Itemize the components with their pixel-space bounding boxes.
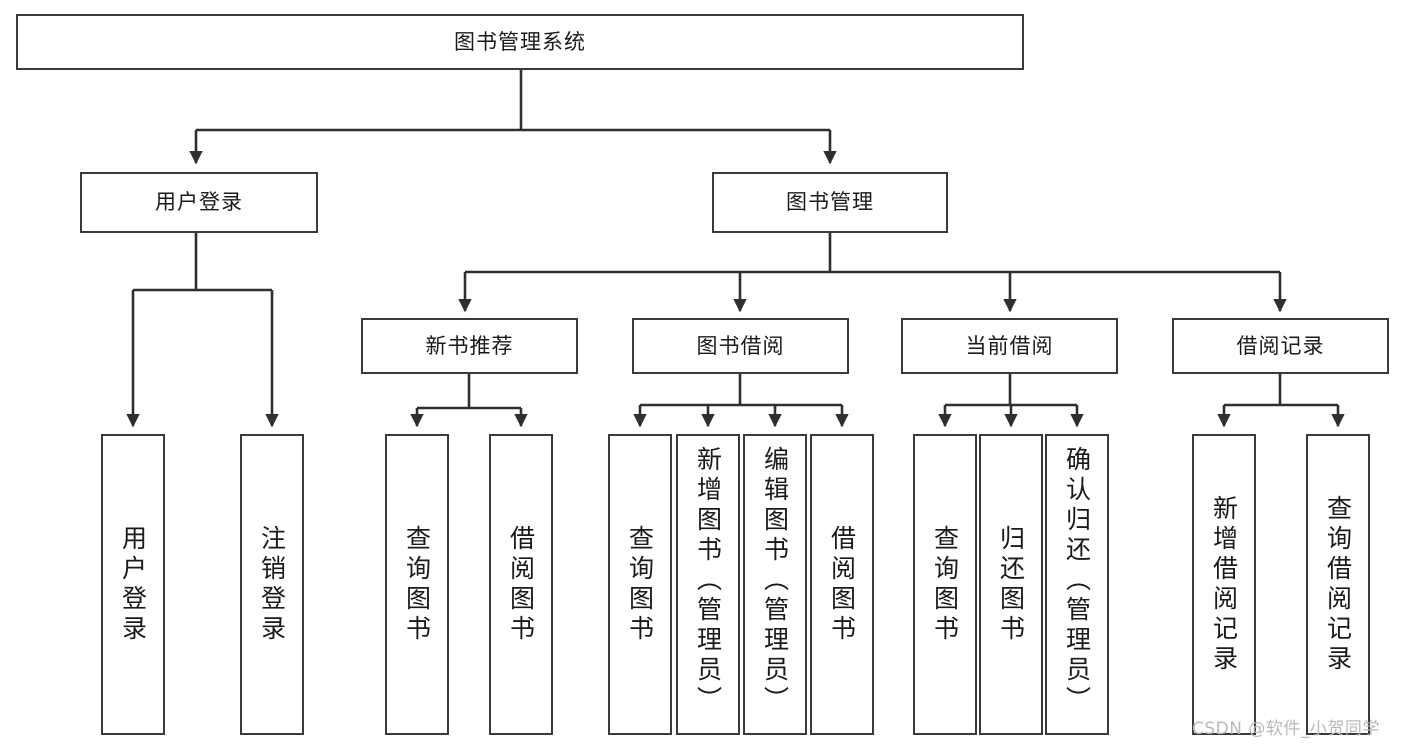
node-leaf-user-login-label: 用户登录	[118, 524, 148, 645]
node-leaf-query-book-3-label: 查询图书	[930, 524, 960, 645]
node-leaf-user-login[interactable]: 用户登录	[101, 434, 165, 735]
node-root-label: 图书管理系统	[454, 29, 586, 54]
node-book-borrow-label: 图书借阅	[696, 333, 785, 358]
node-leaf-edit-book-label: 编辑图书（管理员）	[760, 446, 790, 716]
node-leaf-add-record-label: 新增借阅记录	[1209, 494, 1239, 675]
node-leaf-add-book[interactable]: 新增图书（管理员）	[676, 434, 740, 735]
node-new-book-rec[interactable]: 新书推荐	[361, 318, 578, 374]
node-leaf-confirm-return[interactable]: 确认归还（管理员）	[1045, 434, 1109, 735]
node-leaf-add-record[interactable]: 新增借阅记录	[1192, 434, 1256, 735]
csdn-watermark: CSDN @软件_小贺同学	[1192, 719, 1380, 739]
node-leaf-query-book-2-label: 查询图书	[625, 524, 655, 645]
node-leaf-logout[interactable]: 注销登录	[240, 434, 304, 735]
node-leaf-add-book-label: 新增图书（管理员）	[693, 446, 723, 716]
node-user-login[interactable]: 用户登录	[80, 172, 318, 233]
node-leaf-query-book-2[interactable]: 查询图书	[608, 434, 672, 735]
node-leaf-query-book-3[interactable]: 查询图书	[913, 434, 977, 735]
node-borrow-record[interactable]: 借阅记录	[1172, 318, 1389, 374]
node-new-book-rec-label: 新书推荐	[425, 333, 514, 358]
node-leaf-query-record[interactable]: 查询借阅记录	[1306, 434, 1370, 735]
node-leaf-logout-label: 注销登录	[257, 524, 287, 645]
node-leaf-return-book[interactable]: 归还图书	[979, 434, 1043, 735]
node-current-borrow-label: 当前借阅	[965, 333, 1054, 358]
node-book-borrow[interactable]: 图书借阅	[632, 318, 849, 374]
node-leaf-query-record-label: 查询借阅记录	[1323, 494, 1353, 675]
node-leaf-borrow-book-2-label: 借阅图书	[827, 524, 857, 645]
node-leaf-borrow-book-1-label: 借阅图书	[506, 524, 536, 645]
node-user-login-label: 用户登录	[155, 190, 243, 215]
node-leaf-confirm-return-label: 确认归还（管理员）	[1062, 446, 1092, 716]
node-borrow-record-label: 借阅记录	[1236, 333, 1325, 358]
node-leaf-edit-book[interactable]: 编辑图书（管理员）	[743, 434, 807, 735]
node-root[interactable]: 图书管理系统	[16, 14, 1024, 70]
node-leaf-borrow-book-2[interactable]: 借阅图书	[810, 434, 874, 735]
node-current-borrow[interactable]: 当前借阅	[901, 318, 1118, 374]
node-leaf-query-book-1[interactable]: 查询图书	[385, 434, 449, 735]
node-leaf-return-book-label: 归还图书	[996, 524, 1026, 645]
node-leaf-query-book-1-label: 查询图书	[402, 524, 432, 645]
node-book-mgmt[interactable]: 图书管理	[712, 172, 948, 233]
node-leaf-borrow-book-1[interactable]: 借阅图书	[489, 434, 553, 735]
node-book-mgmt-label: 图书管理	[786, 190, 874, 215]
